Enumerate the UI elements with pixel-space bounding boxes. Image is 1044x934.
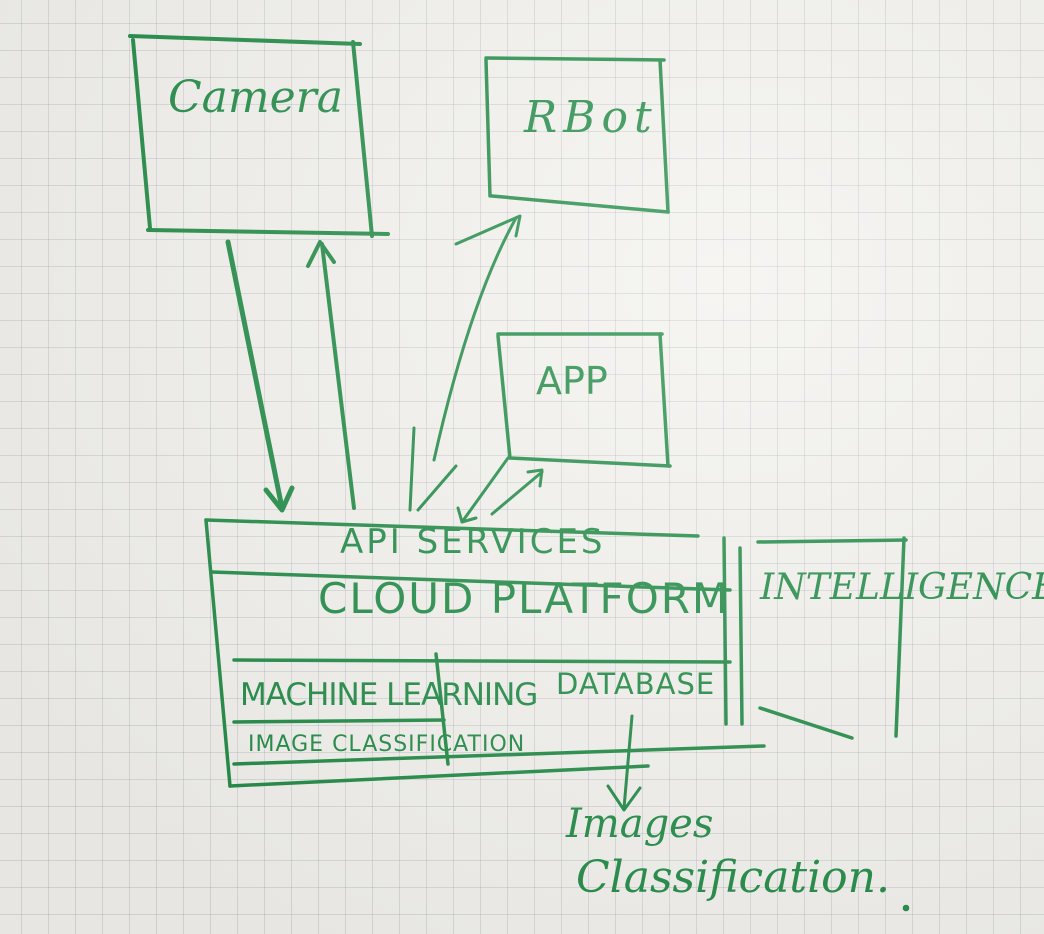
output-note-line1: Images [566,801,714,847]
robot-box [484,56,670,214]
output-note-line2: Classification. [576,852,890,903]
database-to-output-arrow [606,714,910,912]
api-app-arrows [456,456,544,524]
api-to-camera-arrow [306,240,356,510]
intelligence-label: INTELLIGENCE [760,567,1044,608]
app-label: APP [536,359,608,403]
cloud-platform-label: CLOUD PLATFORM [318,574,731,623]
camera-label: Camera [168,72,343,123]
camera-box [128,34,390,238]
api-to-robot-arrow [408,214,522,512]
api-services-label: API SERVICES [340,522,606,562]
cloud-platform-block [204,518,766,788]
machine-learning-label: MACHINE LEARNING [240,677,538,713]
robot-label: RBot [524,92,658,143]
image-classification-label: IMAGE CLASSIFICATION [248,732,526,757]
database-label: DATABASE [556,667,716,701]
app-box [496,332,672,468]
camera-to-api-arrow [225,239,295,513]
intelligence-bracket [756,536,908,740]
